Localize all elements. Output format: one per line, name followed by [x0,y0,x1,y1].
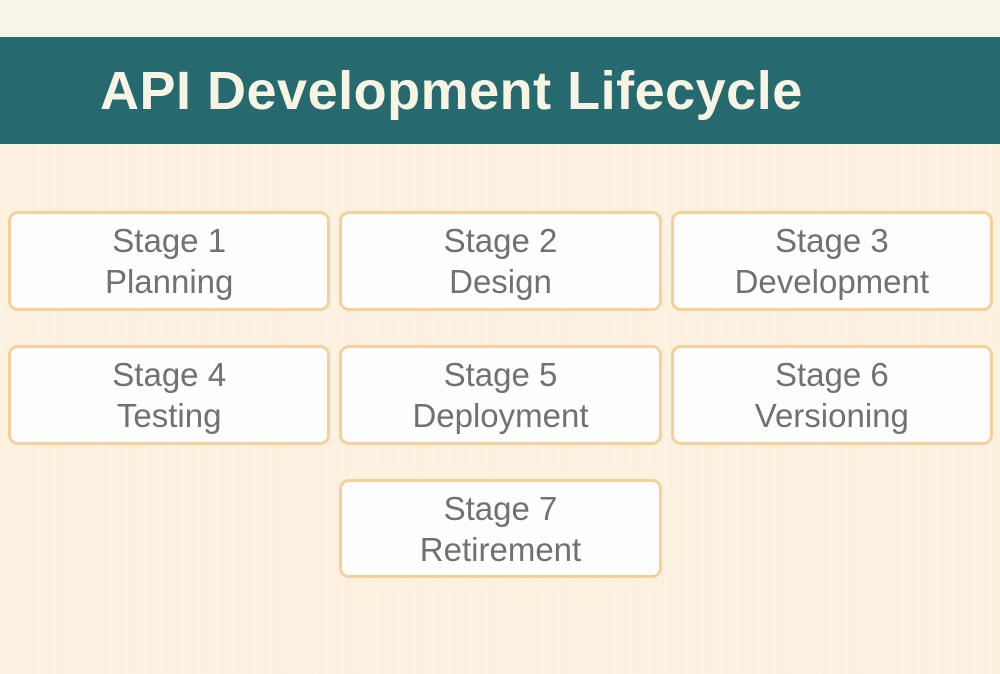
stage-number: Stage 2 [443,222,558,259]
page-title: API Development Lifecycle [100,60,803,121]
stages-grid: Stage 1 Planning Stage 2 Design Stage 3 … [8,211,993,578]
stage-number: Stage 4 [112,356,227,393]
stage-label: Testing [116,397,222,434]
stage-label: Design [449,263,552,300]
stage-card-planning: Stage 1 Planning [8,211,331,311]
stage-label: Development [734,263,930,300]
stage-card-development: Stage 3 Development [670,211,993,311]
stage-label: Deployment [412,397,589,434]
top-strip [0,0,1000,37]
stage-number: Stage 1 [112,222,227,259]
stage-number: Stage 5 [443,356,558,393]
stage-label: Versioning [754,397,909,434]
stage-number: Stage 7 [443,489,558,527]
stage-label: Retirement [419,530,582,568]
stage-card-testing: Stage 4 Testing [8,345,331,445]
stage-card-retirement: Stage 7 Retirement [339,479,662,578]
stage-card-versioning: Stage 6 Versioning [670,345,993,445]
stage-card-design: Stage 2 Design [339,211,662,311]
stage-number: Stage 3 [774,222,889,259]
stage-number: Stage 6 [774,356,889,393]
stage-label: Planning [104,263,234,300]
header-band: API Development Lifecycle [0,37,1000,144]
stage-card-deployment: Stage 5 Deployment [339,345,662,445]
